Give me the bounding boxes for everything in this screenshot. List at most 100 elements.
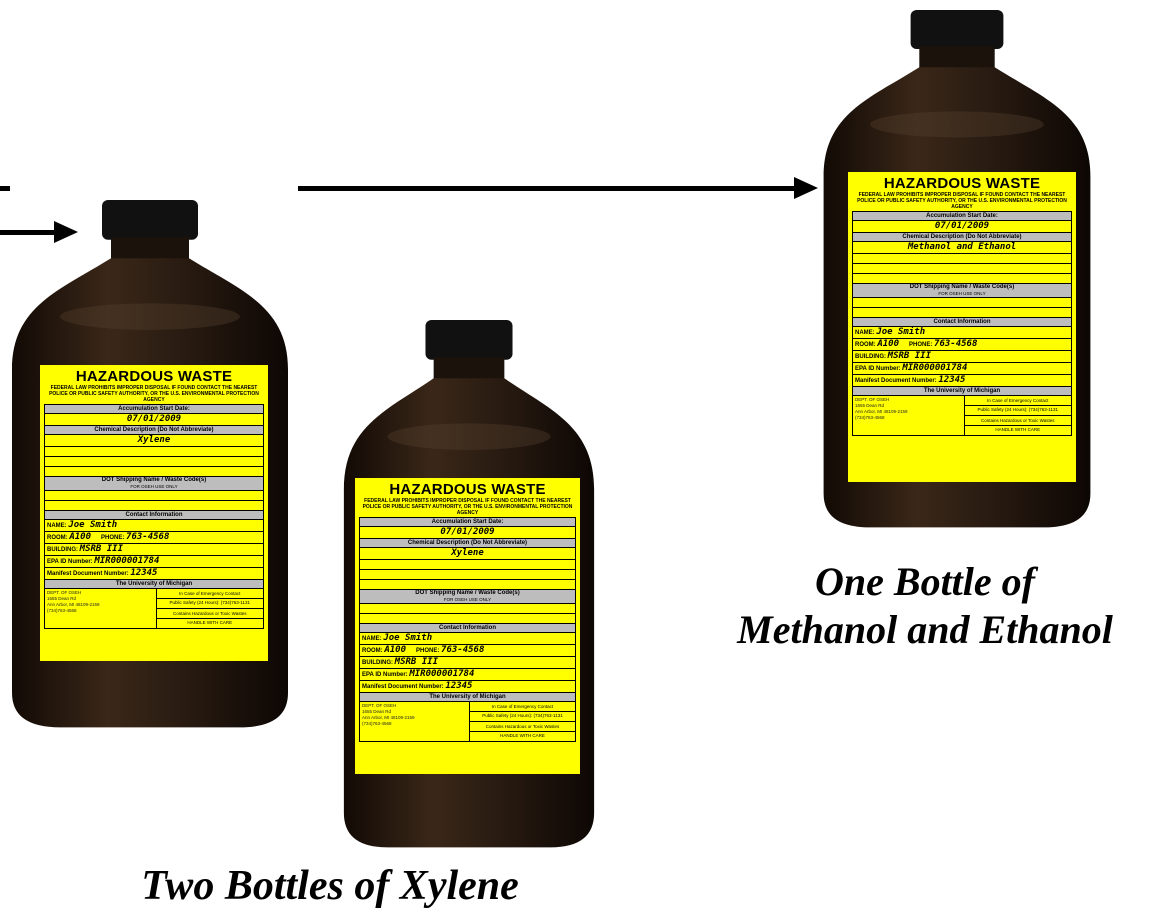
emergency-line: Public Safety (24 Hours): (734)763-1131 — [157, 599, 264, 607]
hazardous-waste-label: HAZARDOUS WASTE FEDERAL LAW PROHIBITS IM… — [40, 365, 268, 661]
building-row: BUILDING: MSRB III — [45, 544, 263, 556]
label-warning: FEDERAL LAW PROHIBITS IMPROPER DISPOSAL … — [40, 385, 268, 403]
arrow-right-line — [298, 186, 798, 191]
building-value: MSRB III — [395, 657, 438, 667]
contact-header: Contact Information — [853, 318, 1071, 327]
dept-line: (734)763-4568 — [47, 608, 154, 614]
emergency-line: Public Safety (24 Hours): (734)763-1131 — [965, 406, 1072, 414]
dept-address: DEPT. OF OSEH 1655 Dean Rd Ann Arbor, MI… — [853, 396, 965, 435]
accumulation-header: Accumulation Start Date: — [853, 212, 1071, 221]
contains-line: HANDLE WITH CARE — [965, 426, 1072, 434]
room-value: A100 — [877, 339, 899, 349]
dot-blank-row — [45, 501, 263, 511]
name-value: Joe Smith — [383, 633, 432, 643]
label-warning: FEDERAL LAW PROHIBITS IMPROPER DISPOSAL … — [848, 192, 1076, 210]
building-value: MSRB III — [888, 351, 931, 361]
chemical-blank-row — [45, 457, 263, 467]
dot-subtitle: FOR OSEH USE ONLY — [853, 291, 1071, 296]
building-label: BUILDING: — [47, 547, 78, 553]
chemical-description: Xylene — [360, 548, 575, 560]
name-row: NAME: Joe Smith — [360, 633, 575, 645]
epa-row: EPA ID Number: MIR000001784 — [360, 669, 575, 681]
dot-header: DOT Shipping Name / Waste Code(s)FOR OSE… — [360, 590, 575, 604]
epa-label: EPA ID Number: — [362, 672, 408, 678]
chemical-blank-row — [360, 570, 575, 580]
dot-subtitle: FOR OSEH USE ONLY — [45, 484, 263, 489]
chemical-blank-row — [853, 254, 1071, 264]
chemical-blank-row — [853, 264, 1071, 274]
contains-line: Contains Hazardous or Toxic Wastes — [965, 417, 1072, 426]
contains-line: Contains Hazardous or Toxic Wastes — [470, 723, 575, 732]
chemical-blank-row — [853, 274, 1071, 284]
phone-value: 763-4568 — [934, 339, 977, 349]
bottle-xylene-2: HAZARDOUS WASTE FEDERAL LAW PROHIBITS IM… — [333, 320, 605, 850]
name-row: NAME: Joe Smith — [853, 327, 1071, 339]
label-title: HAZARDOUS WASTE — [355, 482, 580, 498]
epa-value: MIR000001784 — [94, 556, 159, 566]
contains-line: HANDLE WITH CARE — [157, 619, 264, 627]
epa-label: EPA ID Number: — [855, 366, 901, 372]
bottle-methanol-ethanol: HAZARDOUS WASTE FEDERAL LAW PROHIBITS IM… — [812, 10, 1102, 530]
chemical-header: Chemical Description (Do Not Abbreviate) — [853, 233, 1071, 242]
room-value: A100 — [384, 645, 406, 655]
room-row: ROOM: A100 PHONE: 763-4568 — [360, 645, 575, 657]
university-header: The University of Michigan — [360, 693, 575, 702]
epa-label: EPA ID Number: — [47, 559, 93, 565]
arrow-top-left-line — [0, 186, 10, 191]
accumulation-date: 07/01/2009 — [45, 414, 263, 426]
dot-subtitle: FOR OSEH USE ONLY — [360, 597, 575, 602]
contact-header: Contact Information — [45, 511, 263, 520]
phone-value: 763-4568 — [441, 645, 484, 655]
accumulation-date: 07/01/2009 — [853, 221, 1071, 233]
chemical-header: Chemical Description (Do Not Abbreviate) — [45, 426, 263, 435]
emergency-line: Public Safety (24 Hours): (734)763-1131 — [470, 712, 575, 720]
building-label: BUILDING: — [362, 660, 393, 666]
phone-value: 763-4568 — [126, 532, 169, 542]
chemical-blank-row — [360, 580, 575, 590]
chemical-description: Xylene — [45, 435, 263, 447]
contact-header: Contact Information — [360, 624, 575, 633]
accumulation-date: 07/01/2009 — [360, 527, 575, 539]
label-form: Accumulation Start Date: 07/01/2009 Chem… — [359, 517, 576, 742]
university-header: The University of Michigan — [853, 387, 1071, 396]
dept-address: DEPT. OF OSEH 1655 Dean Rd Ann Arbor, MI… — [45, 589, 157, 628]
phone-label: PHONE: — [101, 535, 124, 541]
emergency-line: In Case of Emergency Contact — [965, 397, 1072, 406]
manifest-label: Manifest Document Number: — [47, 571, 129, 577]
manifest-value: 12345 — [938, 375, 965, 385]
name-row: NAME: Joe Smith — [45, 520, 263, 532]
manifest-value: 12345 — [130, 568, 157, 578]
label-footer: DEPT. OF OSEH 1655 Dean Rd Ann Arbor, MI… — [45, 589, 263, 628]
caption-methanol-line1: One Bottle of — [690, 558, 1158, 606]
room-label: ROOM: — [362, 648, 383, 654]
hazardous-waste-label: HAZARDOUS WASTE FEDERAL LAW PROHIBITS IM… — [355, 478, 580, 774]
bottle-xylene-1: HAZARDOUS WASTE FEDERAL LAW PROHIBITS IM… — [0, 200, 300, 730]
dept-line: (734)763-4568 — [855, 415, 962, 421]
building-label: BUILDING: — [855, 354, 886, 360]
caption-methanol-line2: Methanol and Ethanol — [690, 606, 1158, 654]
chemical-blank-row — [360, 560, 575, 570]
manifest-value: 12345 — [445, 681, 472, 691]
name-label: NAME: — [855, 330, 875, 336]
university-header: The University of Michigan — [45, 580, 263, 589]
dot-title: DOT Shipping Name / Waste Code(s) — [415, 590, 519, 596]
manifest-label: Manifest Document Number: — [855, 378, 937, 384]
label-warning: FEDERAL LAW PROHIBITS IMPROPER DISPOSAL … — [355, 498, 580, 516]
room-label: ROOM: — [47, 535, 68, 541]
dot-blank-row — [45, 491, 263, 501]
caption-xylene: Two Bottles of Xylene — [80, 862, 580, 910]
dot-blank-row — [853, 308, 1071, 318]
name-value: Joe Smith — [876, 327, 925, 337]
accumulation-header: Accumulation Start Date: — [360, 518, 575, 527]
label-form: Accumulation Start Date: 07/01/2009 Chem… — [44, 404, 264, 629]
contains-line: HANDLE WITH CARE — [470, 732, 575, 740]
building-value: MSRB III — [80, 544, 123, 554]
phone-label: PHONE: — [416, 648, 439, 654]
manifest-row: Manifest Document Number: 12345 — [45, 568, 263, 580]
dot-title: DOT Shipping Name / Waste Code(s) — [910, 284, 1014, 290]
chemical-blank-row — [45, 447, 263, 457]
room-label: ROOM: — [855, 342, 876, 348]
